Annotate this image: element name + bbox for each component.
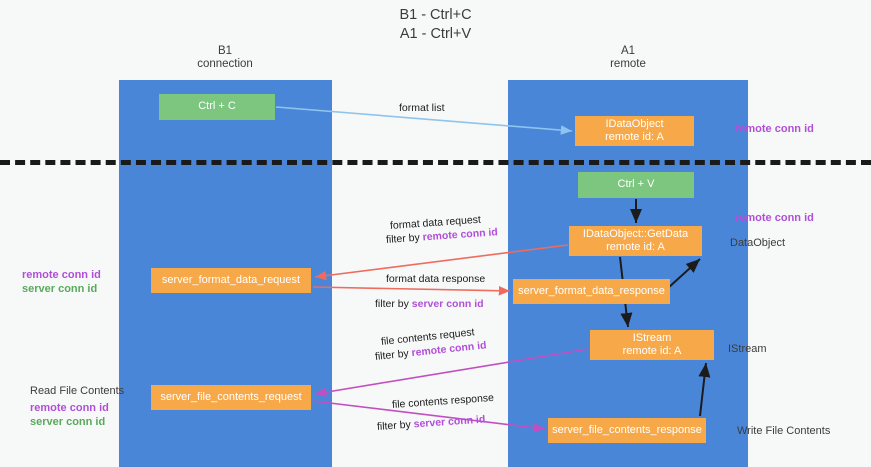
edge-label-file-contents-response-text: file contents response xyxy=(391,391,495,411)
annotation-remote-conn-id-mid: remote conn id xyxy=(735,211,814,225)
node-ctrl-v[interactable]: Ctrl + V xyxy=(578,172,694,198)
filter-key-remote-conn-id: remote conn id xyxy=(422,226,499,244)
node-istream[interactable]: IStream remote id: A xyxy=(590,330,714,360)
annotation-dataobject: DataObject xyxy=(730,237,786,249)
annotation-remote-conn-id-top: remote conn id xyxy=(735,122,814,136)
node-ctrl-v-label: Ctrl + V xyxy=(617,178,655,191)
title-line-2: A1 - Ctrl+V xyxy=(399,26,472,42)
node-istream-line2: remote id: A xyxy=(622,345,682,357)
node-ctrl-c[interactable]: Ctrl + C xyxy=(159,94,275,120)
page-title: B1 - Ctrl+C A1 - Ctrl+V xyxy=(0,6,871,44)
edge-label-file-contents-response-filter: filter by server conn id xyxy=(377,412,486,434)
node-server-file-contents-response[interactable]: server_file_contents_response xyxy=(548,418,706,443)
filter-prefix: filter by xyxy=(376,418,415,433)
node-server-format-data-response[interactable]: server_format_data_response xyxy=(513,279,670,304)
column-header-a1-name: A1 xyxy=(620,45,636,57)
title-line-1: B1 - Ctrl+C xyxy=(399,7,472,23)
node-server-format-data-request-label: server_format_data_request xyxy=(161,273,301,286)
edge-label-format-data-response-text: format data response xyxy=(386,273,486,285)
edge-format-data-response xyxy=(312,285,511,296)
node-ctrl-c-label: Ctrl + C xyxy=(198,100,236,113)
node-idataobject[interactable]: IDataObject remote id: A xyxy=(575,116,694,146)
filter-prefix: filter by xyxy=(385,231,424,246)
column-header-a1: A1 remote xyxy=(558,45,698,71)
annotation-remote-conn-id-left-a: remote conn id xyxy=(22,269,101,281)
annotation-conn-ids-lower: remote conn id server conn id xyxy=(30,401,109,429)
filter-prefix: filter by xyxy=(374,347,413,363)
edge-label-file-contents-response: file contents response xyxy=(392,391,495,412)
annotation-server-conn-id-left-a: server conn id xyxy=(22,283,98,295)
node-server-format-data-response-label: server_format_data_response xyxy=(518,284,665,297)
annotation-server-conn-id-left-b: server conn id xyxy=(30,416,106,428)
annotation-read-file-contents: Read File Contents xyxy=(30,385,125,397)
node-server-file-contents-response-label: server_file_contents_response xyxy=(552,423,702,436)
column-header-b1-name: B1 xyxy=(217,45,233,57)
column-header-b1: B1 connection xyxy=(155,45,295,71)
node-server-file-contents-request-label: server_file_contents_request xyxy=(160,390,302,403)
filter-key-server-conn-id: server conn id xyxy=(411,298,484,310)
edge-label-format-list: format list xyxy=(399,101,445,115)
node-istream-line1: IStream xyxy=(632,331,672,344)
node-server-file-contents-request[interactable]: server_file_contents_request xyxy=(151,385,311,410)
filter-prefix: filter by xyxy=(375,298,412,310)
annotation-remote-conn-id-mid-text: remote conn id xyxy=(735,212,814,224)
node-idataobject-line2: remote id: A xyxy=(605,131,664,143)
annotation-remote-conn-id-left-b: remote conn id xyxy=(30,402,109,414)
annotation-write-file-contents: Write File Contents xyxy=(737,425,831,437)
column-header-b1-role: connection xyxy=(197,58,253,70)
node-getdata-line1: IDataObject::GetData xyxy=(582,227,689,240)
annotation-istream: IStream xyxy=(728,343,767,355)
annotation-conn-ids-upper: remote conn id server conn id xyxy=(22,268,101,296)
node-getdata-line2: remote id: A xyxy=(606,241,665,253)
node-server-format-data-request[interactable]: server_format_data_request xyxy=(151,268,311,293)
phase-divider xyxy=(0,160,871,165)
edge-label-format-list-text: format list xyxy=(399,102,445,114)
filter-key-server-conn-id: server conn id xyxy=(413,413,486,431)
edge-label-format-data-response-filter: filter by server conn id xyxy=(375,297,484,311)
node-idataobject-getdata[interactable]: IDataObject::GetData remote id: A xyxy=(569,226,702,256)
edge-label-format-data-response: format data response xyxy=(386,272,485,286)
column-header-a1-role: remote xyxy=(610,58,646,70)
annotation-remote-conn-id-top-text: remote conn id xyxy=(735,123,814,135)
node-idataobject-line1: IDataObject xyxy=(605,117,664,130)
